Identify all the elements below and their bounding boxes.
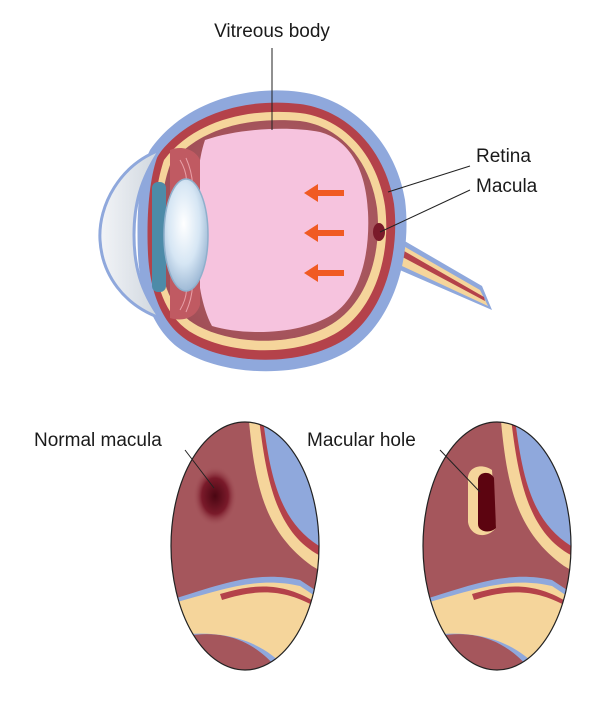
traction-arrows [304, 184, 344, 282]
macular-hole-inset [422, 421, 572, 671]
inset-leader-lines [184, 449, 481, 493]
arrow-icon [304, 264, 344, 282]
hole-centre [478, 472, 496, 532]
lens [163, 178, 209, 292]
cornea [98, 146, 165, 322]
iris [152, 182, 166, 292]
eye-cross-section [98, 90, 492, 372]
normal-macula-inset [170, 421, 320, 671]
normal-macula-spot [193, 466, 237, 526]
label-normal-macula: Normal macula [34, 430, 162, 451]
vitreous-body [196, 128, 369, 333]
label-vitreous-body: Vitreous body [214, 21, 330, 42]
macula-spot [373, 223, 385, 241]
label-retina: Retina [476, 146, 531, 167]
arrow-icon [304, 224, 344, 242]
label-macular-hole: Macular hole [307, 430, 416, 451]
arrow-icon [304, 184, 344, 202]
label-macula: Macula [476, 176, 538, 197]
leader-lines [271, 48, 471, 233]
